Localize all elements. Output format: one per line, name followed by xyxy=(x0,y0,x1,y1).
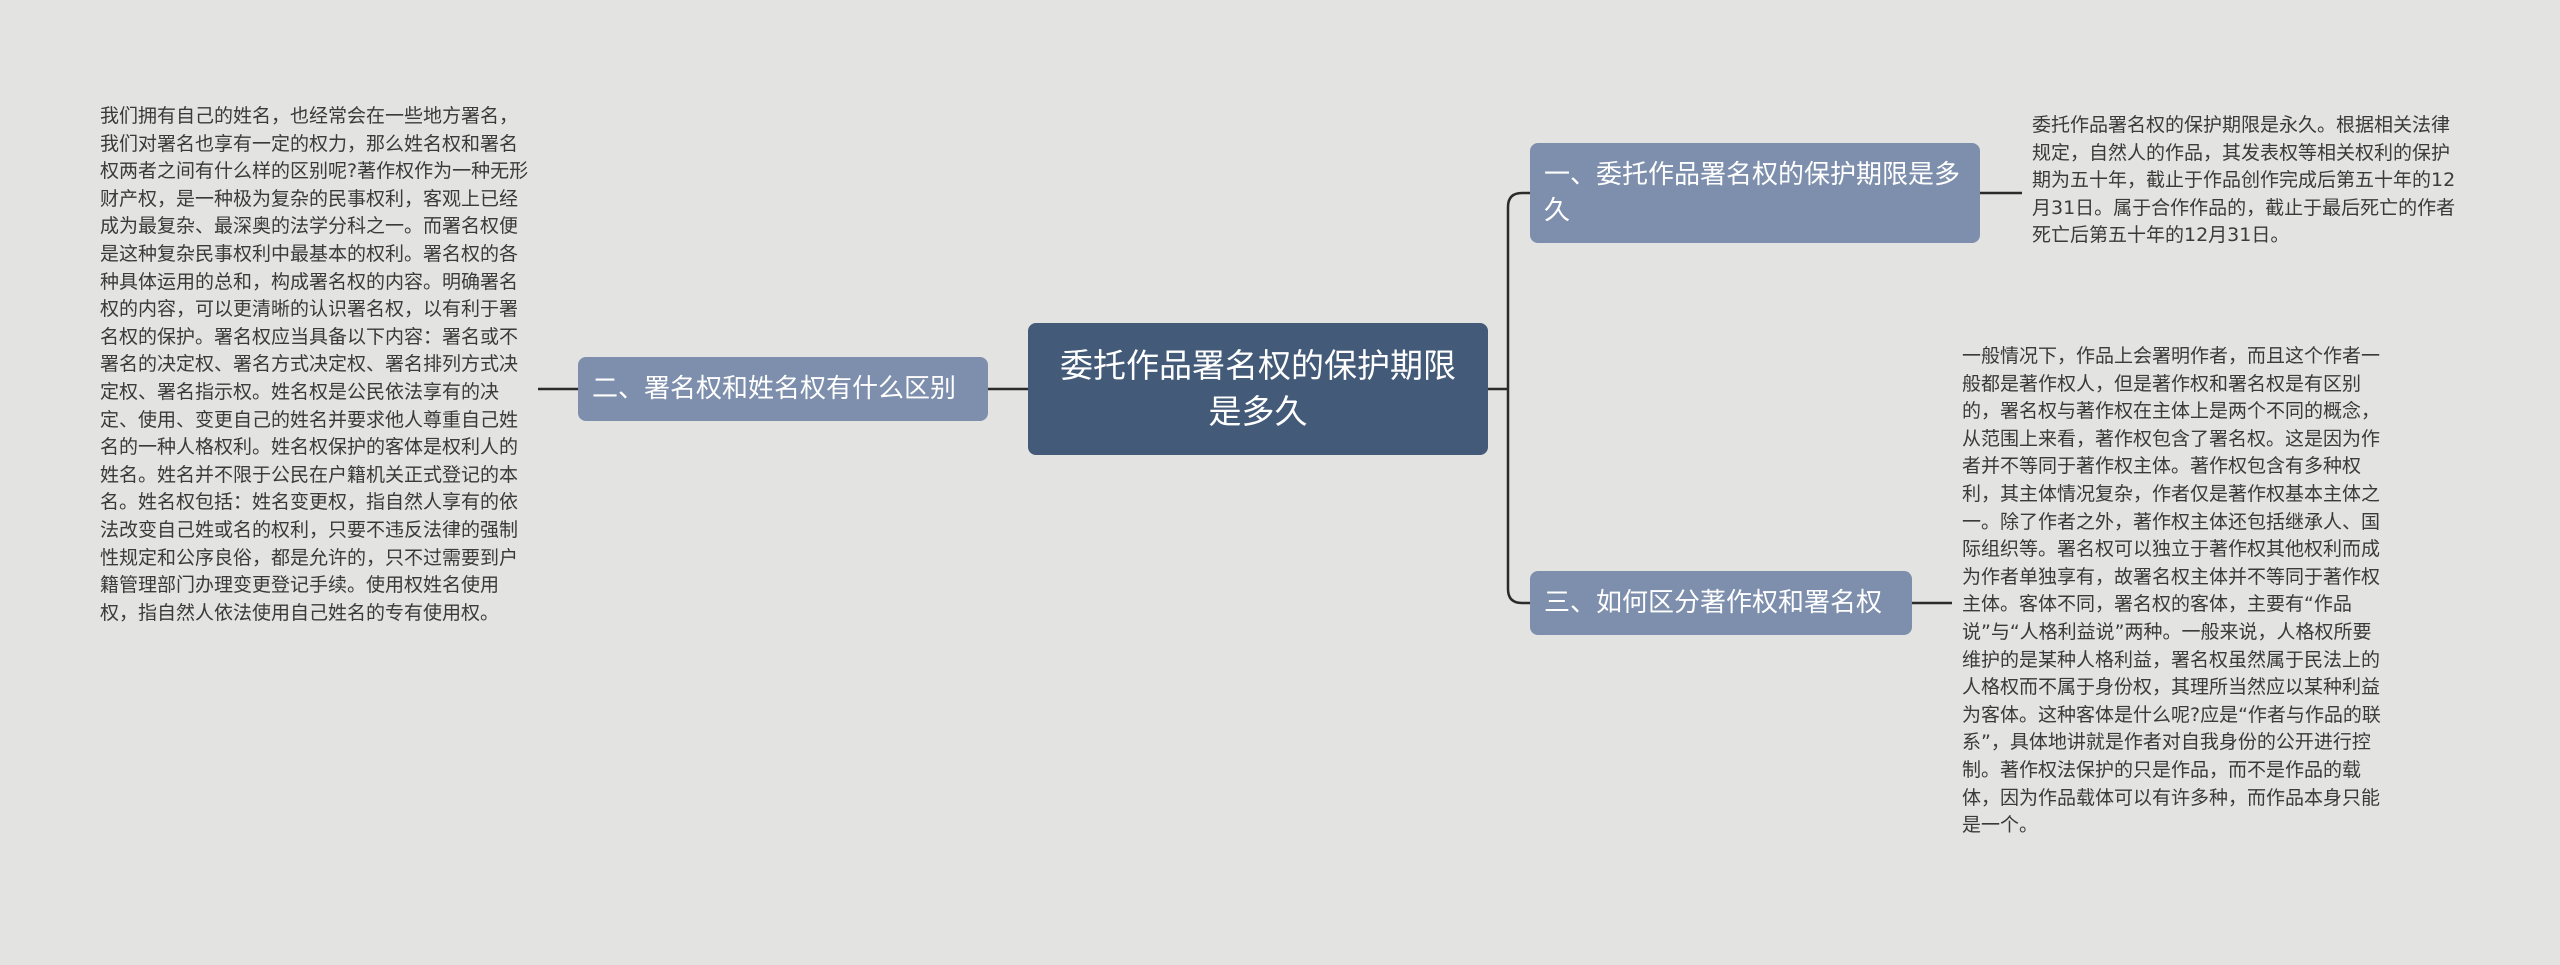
root-topic[interactable]: 委托作品署名权的保护期限是多久 xyxy=(1028,323,1488,455)
branch-name-right-difference-label: 二、署名权和姓名权有什么区别 xyxy=(592,374,957,404)
branch-copyright-vs-attribution[interactable]: 三、如何区分著作权和署名权 xyxy=(1530,571,1912,635)
connector-fork-branch-1 xyxy=(1506,191,1530,389)
detail-copyright-vs-attribution: 一般情况下，作品上会署明作者，而且这个作者一般都是著作权人，但是著作权和署名权是… xyxy=(1962,345,2381,837)
connector-fork-branch-3 xyxy=(1506,389,1530,605)
branch-protection-period-label: 一、委托作品署名权的保护期限是多久 xyxy=(1544,160,1961,226)
branch-name-right-difference[interactable]: 二、署名权和姓名权有什么区别 xyxy=(578,357,988,421)
branch-copyright-vs-attribution-label: 三、如何区分著作权和署名权 xyxy=(1544,588,1883,618)
branch-protection-period[interactable]: 一、委托作品署名权的保护期限是多久 xyxy=(1530,143,1980,243)
root-topic-label: 委托作品署名权的保护期限是多久 xyxy=(1060,346,1456,431)
detail-protection-period: 委托作品署名权的保护期限是永久。根据相关法律规定，自然人的作品，其发表权等相关权… xyxy=(2032,114,2456,247)
detail-name-right-difference: 我们拥有自己的姓名，也经常会在一些地方署名，我们对署名也享有一定的权力，那么姓名… xyxy=(100,105,529,624)
